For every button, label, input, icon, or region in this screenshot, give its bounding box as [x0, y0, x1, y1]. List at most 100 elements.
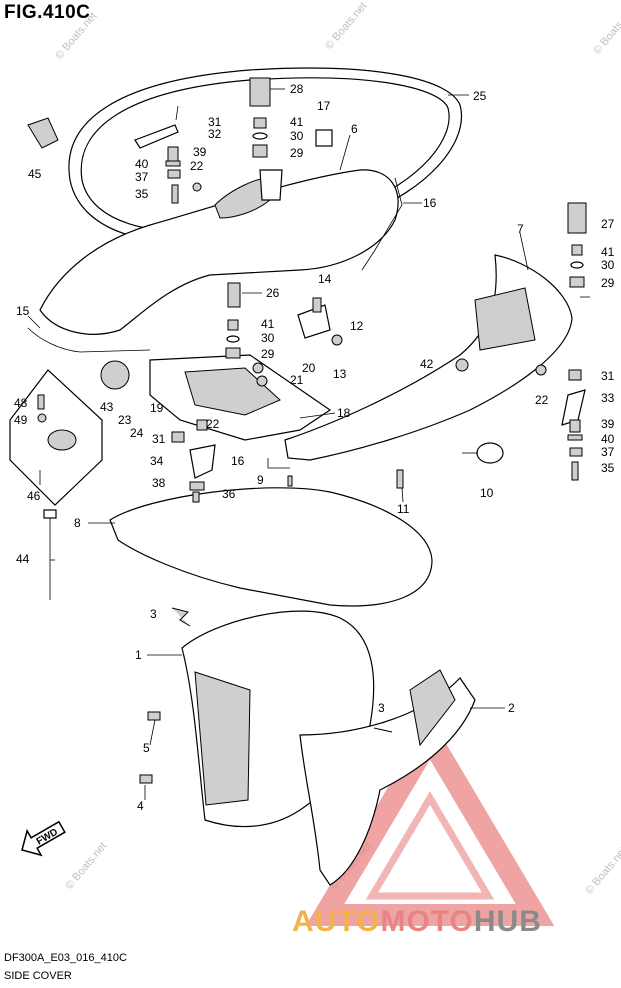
callout-16: 16: [423, 196, 437, 210]
nut-22c: [192, 182, 202, 192]
clip-3: [171, 607, 191, 627]
callout-1: 1: [135, 648, 142, 662]
callout-30c: 30: [601, 258, 615, 272]
brand-part-3: HUB: [473, 905, 542, 938]
callout-48: 48: [14, 396, 28, 410]
callout-39b: 39: [601, 417, 615, 431]
figure-code: DF300A_E03_016_410C: [4, 952, 127, 964]
callout-42: 42: [420, 357, 434, 371]
callout-37: 37: [135, 170, 149, 184]
callout-27: 27: [601, 217, 615, 231]
upper-frame-6: [39, 169, 399, 335]
callout-29: 29: [290, 146, 304, 160]
callout-7: 7: [517, 222, 524, 236]
grommet-46: [47, 429, 77, 451]
callout-41: 41: [290, 115, 304, 129]
bolt-11: [396, 469, 404, 489]
latch-27: [567, 202, 587, 234]
callout-6: 6: [351, 122, 358, 136]
nut-21: [256, 375, 268, 387]
washer-30c: [226, 335, 240, 343]
washer-30b: [570, 261, 584, 269]
callout-22b: 22: [206, 417, 220, 431]
collar-39: [167, 146, 179, 162]
bolt-5: [147, 711, 161, 721]
nut-42: [455, 358, 469, 372]
callout-18: 18: [337, 406, 351, 420]
side-cover-inner: [474, 287, 536, 351]
lower-cover-2-inner: [409, 669, 456, 747]
plate-17: [315, 129, 333, 147]
collar-39b: [569, 419, 581, 433]
callout-20: 20: [302, 361, 316, 375]
callout-numbers: 1 2 3 3 4 5 6 7 8 9 10 11 12 13 14 15 16…: [14, 82, 615, 813]
callout-22: 22: [190, 159, 204, 173]
bolt-48: [37, 394, 45, 410]
gasket-8: [109, 487, 433, 607]
nut-31: [568, 369, 582, 381]
callout-10: 10: [480, 486, 494, 500]
callout-33: 33: [601, 391, 615, 405]
callout-30: 30: [290, 129, 304, 143]
nut-22b: [535, 364, 547, 376]
nut-31b: [171, 431, 185, 443]
callout-41b: 41: [261, 317, 275, 331]
callout-11: 11: [397, 502, 410, 516]
wire-16b: [267, 458, 290, 469]
bolt-36: [192, 491, 200, 503]
fwd-arrow-icon: FWD: [21, 820, 66, 857]
callout-8: 8: [74, 516, 81, 530]
callout-9: 9: [257, 473, 264, 487]
triangle-logo-icon: [305, 716, 555, 926]
bolt-9: [287, 475, 293, 487]
callout-43: 43: [100, 400, 114, 414]
latch-28: [249, 77, 271, 107]
callout-16b: 16: [231, 454, 245, 468]
nut-49: [37, 413, 47, 423]
fwd-label: FWD: [35, 827, 60, 848]
callout-3b: 3: [378, 701, 385, 715]
callout-49: 49: [14, 413, 28, 427]
washer-30: [252, 132, 268, 140]
callout-15: 15: [16, 304, 30, 318]
cable-tie-head: [43, 509, 57, 519]
callout-12: 12: [350, 319, 364, 333]
bolt-35b: [571, 461, 579, 481]
callout-17: 17: [317, 99, 331, 113]
callout-4: 4: [137, 799, 144, 813]
bolt-4: [139, 774, 153, 784]
callout-37b: 37: [601, 445, 615, 459]
watermark: © Boats.net: [53, 10, 99, 62]
callout-35: 35: [135, 187, 149, 201]
collar-29c: [225, 347, 241, 359]
collar-29: [252, 144, 268, 158]
bush-37b: [569, 447, 583, 457]
figure-name: SIDE COVER: [4, 970, 72, 982]
callout-28: 28: [290, 82, 304, 96]
plug-45: [27, 117, 59, 149]
callout-32: 32: [208, 127, 222, 141]
callout-46: 46: [27, 489, 41, 503]
callout-25: 25: [473, 89, 487, 103]
washer-40: [165, 160, 181, 167]
callout-39: 39: [193, 145, 207, 159]
callout-38: 38: [152, 476, 166, 490]
watermark: © Boats.net: [63, 840, 109, 892]
callout-31: 31: [208, 115, 222, 129]
cap-10: [476, 442, 504, 464]
figure-title: FIG.410C: [4, 2, 91, 23]
callout-22c: 22: [535, 393, 549, 407]
brand-part-2: MOTO: [380, 905, 474, 938]
spring-41c: [227, 319, 239, 331]
callout-31c: 31: [601, 369, 615, 383]
grommet-43: [100, 360, 130, 390]
spring-41: [253, 117, 267, 129]
callout-13: 13: [333, 367, 347, 381]
bush-37: [167, 169, 181, 179]
washer-40b: [567, 434, 583, 441]
callout-23: 23: [118, 413, 132, 427]
callout-21: 21: [290, 373, 304, 387]
lever-34: [189, 444, 216, 479]
callout-36: 36: [222, 487, 236, 501]
